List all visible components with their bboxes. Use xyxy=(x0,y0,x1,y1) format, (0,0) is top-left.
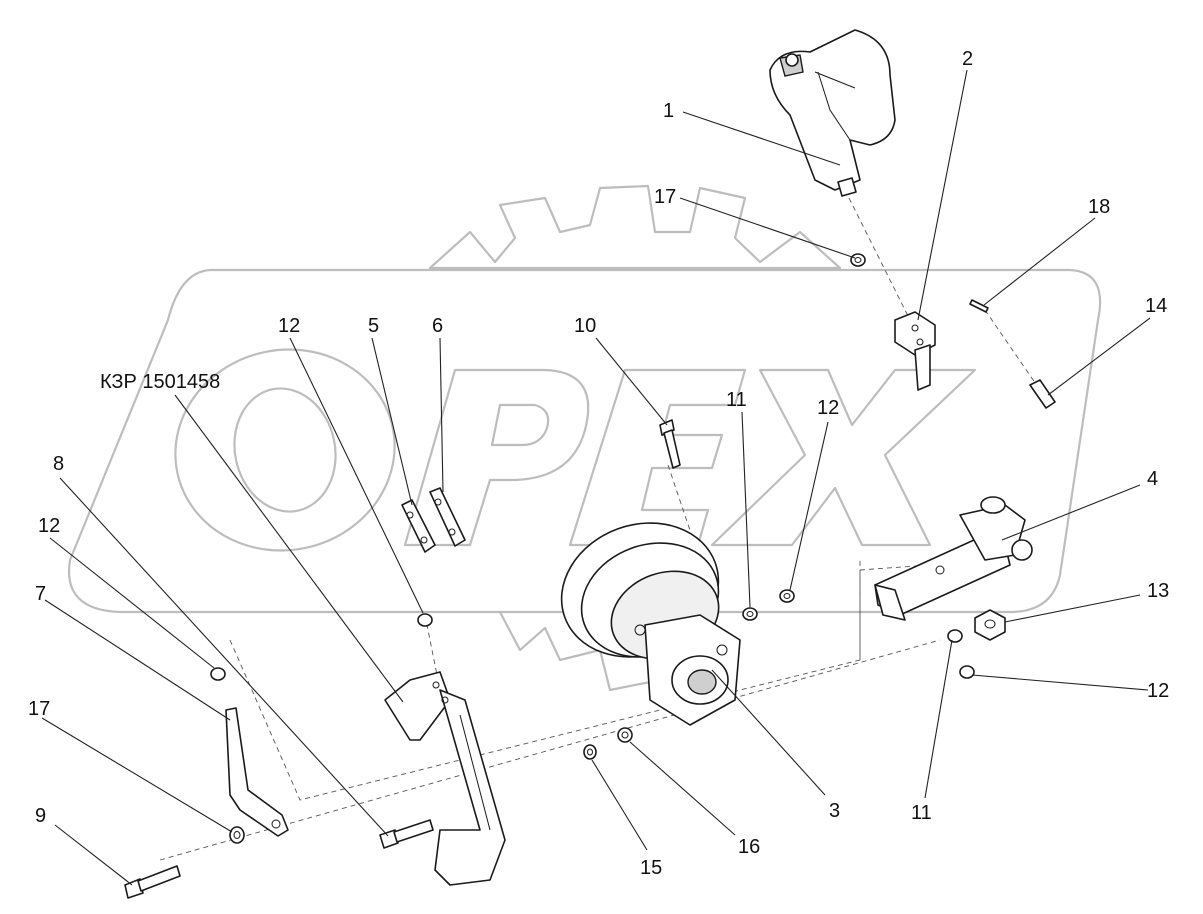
part-5-shim xyxy=(401,499,436,553)
part-17-washer-lower xyxy=(229,826,245,844)
part-2-clevis-bracket xyxy=(894,311,936,391)
part-11-nut-center xyxy=(742,607,758,621)
callout-10: 10 xyxy=(574,315,596,337)
part-12-nut-center xyxy=(779,589,795,603)
part-1-actuator xyxy=(769,29,896,197)
callout-8: 8 xyxy=(53,453,64,475)
part-16-washer xyxy=(617,727,633,743)
callout-1: 1 xyxy=(663,100,674,122)
part-8-bolt xyxy=(379,819,434,849)
part-15-washer xyxy=(583,744,597,760)
callout-12-left: 12 xyxy=(38,515,60,537)
callout-17-upper: 17 xyxy=(654,186,676,208)
callout-11-right: 11 xyxy=(911,802,932,824)
part-17-washer-upper xyxy=(850,253,866,267)
part-7-rod xyxy=(225,707,289,837)
callout-12-center: 12 xyxy=(817,397,839,419)
callout-labels: 1 2 17 18 14 12 5 6 10 КЗР 1501458 11 12… xyxy=(28,48,1169,879)
callout-12-top-left: 12 xyxy=(278,315,300,337)
part-4-lever-arm xyxy=(874,496,1033,621)
kit-bracket xyxy=(384,671,506,886)
leader-lines xyxy=(41,69,1151,886)
callout-11-center: 11 xyxy=(726,389,747,411)
callout-15: 15 xyxy=(640,857,662,879)
assembly-dashed-lines xyxy=(159,189,1041,861)
callout-9: 9 xyxy=(35,805,46,827)
callout-12-right: 12 xyxy=(1147,680,1169,702)
callout-18: 18 xyxy=(1088,196,1110,218)
part-18-pin xyxy=(969,299,989,313)
part-11-nut-right xyxy=(947,629,963,643)
callout-5: 5 xyxy=(368,315,379,337)
callout-3: 3 xyxy=(829,800,840,822)
callout-kit: КЗР 1501458 xyxy=(100,371,220,393)
callout-16: 16 xyxy=(738,836,760,858)
callout-13: 13 xyxy=(1147,580,1169,602)
part-14-pin xyxy=(1029,379,1056,409)
callout-2: 2 xyxy=(962,48,973,70)
part-12-nut-left xyxy=(210,667,226,681)
part-10-bolt xyxy=(659,419,681,469)
part-12-nut-right xyxy=(959,665,975,679)
part-13-nut xyxy=(974,609,1006,641)
part-9-bolt xyxy=(124,865,181,899)
callout-7: 7 xyxy=(35,583,46,605)
callout-6: 6 xyxy=(432,315,443,337)
callout-17-lower: 17 xyxy=(28,698,50,720)
callout-14: 14 xyxy=(1145,295,1167,317)
callout-4: 4 xyxy=(1147,468,1158,490)
part-12-nut-left-upper xyxy=(417,613,433,627)
part-3-pulley-assembly xyxy=(560,522,741,726)
part-6-shim xyxy=(429,487,466,547)
